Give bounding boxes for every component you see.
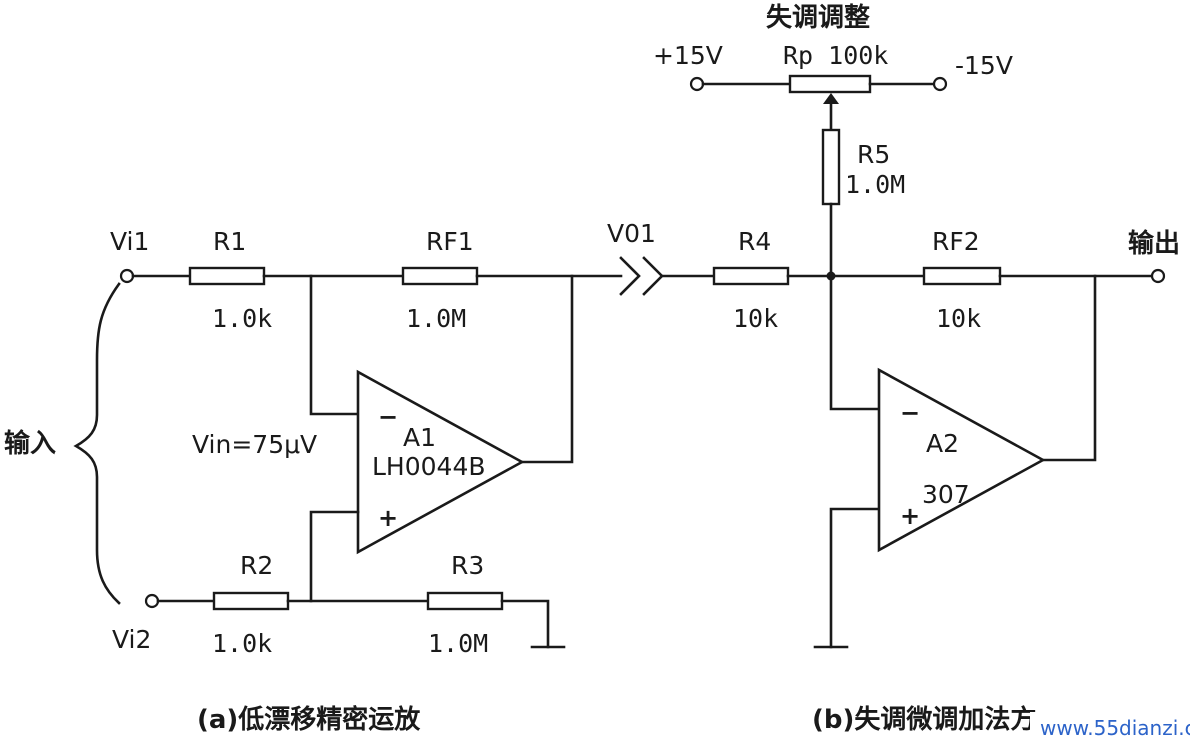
label-plus15v: +15V xyxy=(653,41,723,70)
label-a1-part: LH0044B xyxy=(372,452,486,481)
terminal-vi1 xyxy=(119,268,135,284)
label-a2-minus: − xyxy=(900,399,920,427)
opamp-a1 xyxy=(356,369,525,555)
caption-a: (a)低漂移精密运放 xyxy=(197,704,421,735)
wire-r3-ground xyxy=(500,599,550,649)
label-vo1: V01 xyxy=(607,219,656,248)
watermark-background xyxy=(1030,712,1190,741)
connector-chevron-icon xyxy=(619,256,664,296)
terminal-output xyxy=(1150,268,1166,284)
wire-a1-inverting xyxy=(309,274,360,416)
resistor-r4 xyxy=(712,266,790,286)
wire-a1-feedback xyxy=(520,274,574,464)
label-a1: A1 xyxy=(403,423,436,452)
terminal-vi2 xyxy=(144,593,160,609)
circuit-a xyxy=(73,266,623,649)
label-output: 输出 xyxy=(1128,228,1180,259)
label-a2-plus: + xyxy=(900,502,920,530)
opamp-a2 xyxy=(877,367,1046,553)
wire-a1-noninverting xyxy=(309,510,360,603)
resistor-r1 xyxy=(188,266,266,286)
label-a1-plus: + xyxy=(378,504,398,532)
resistor-r5 xyxy=(821,128,841,206)
label-r5-value: 1.0M xyxy=(845,170,905,199)
input-brace xyxy=(73,282,121,605)
wire-a2-feedback xyxy=(1041,274,1097,462)
wire-a2-inverting xyxy=(829,274,881,411)
resistor-r2 xyxy=(212,591,290,611)
resistor-rf1 xyxy=(401,266,479,286)
label-rf1-value: 1.0M xyxy=(406,304,466,333)
resistor-rf2 xyxy=(922,266,1002,286)
label-r4: R4 xyxy=(738,227,771,256)
label-r3-value: 1.0M xyxy=(428,629,488,658)
label-minus15v: -15V xyxy=(955,51,1013,80)
label-r1: R1 xyxy=(213,227,246,256)
label-vi2: Vi2 xyxy=(112,625,151,654)
label-rf2-value: 10k xyxy=(936,304,981,333)
wiper-arrow-icon xyxy=(823,93,839,104)
label-vin: Vin=75μV xyxy=(192,430,317,459)
label-r2: R2 xyxy=(240,551,273,580)
label-rf1: RF1 xyxy=(426,227,474,256)
resistor-r3 xyxy=(426,591,504,611)
label-rf2: RF2 xyxy=(932,227,980,256)
label-a1-minus: − xyxy=(378,403,398,431)
label-input: 输入 xyxy=(4,428,56,459)
potentiometer-rp xyxy=(788,74,872,94)
circuit-b xyxy=(660,74,1166,649)
label-offset-title: 失调调整 xyxy=(766,2,870,33)
label-r5: R5 xyxy=(857,140,890,169)
wire-a2-noninverting xyxy=(829,507,881,649)
label-r4-value: 10k xyxy=(733,304,778,333)
terminal-plus15v xyxy=(689,76,705,92)
label-a2: A2 xyxy=(926,429,959,458)
watermark[interactable]: www.55dianzi.com xyxy=(1040,716,1190,740)
terminal-minus15v xyxy=(932,76,948,92)
label-r1-value: 1.0k xyxy=(212,304,272,333)
label-r2-value: 1.0k xyxy=(212,629,272,658)
label-rp: Rp 100k xyxy=(783,41,888,70)
labels: Vi1 Vi2 输入 Vin=75μV R1 1.0k RF1 1.0M R2 … xyxy=(4,2,1180,658)
caption-b: (b)失调微调加法方 xyxy=(812,704,1036,735)
label-r3: R3 xyxy=(451,551,484,580)
label-vi1: Vi1 xyxy=(110,227,149,256)
label-a2-part: 307 xyxy=(922,480,970,509)
